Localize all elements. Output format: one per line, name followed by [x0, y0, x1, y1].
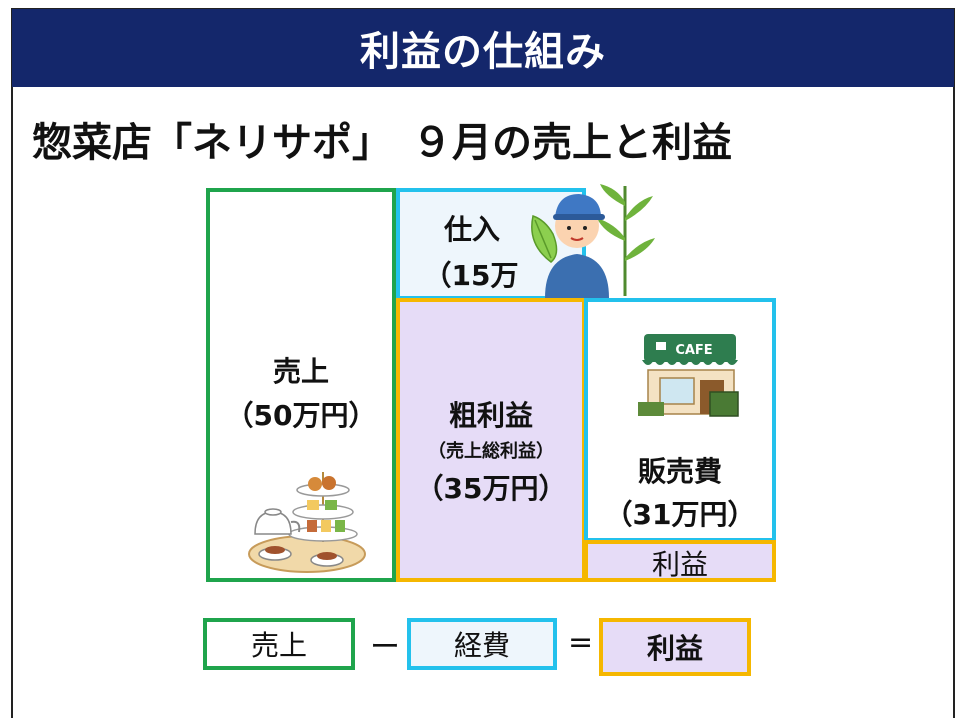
sales-box [206, 188, 396, 582]
cafe-illustration: CAFE [638, 334, 739, 417]
page-title: 利益の仕組み [360, 29, 606, 75]
sga-label: 販売費 [637, 455, 722, 488]
formula-profit-box: 利益 [599, 618, 751, 676]
profit-box [584, 540, 776, 582]
profit-label: 利益 [651, 548, 708, 581]
sga-value: （31万円） [604, 498, 756, 531]
cafe-sign-text: CAFE [675, 343, 712, 358]
gross-profit-note: （売上総利益） [428, 441, 554, 462]
formula-sales-box: 売上 [203, 618, 355, 670]
formula-profit-label: 利益 [646, 632, 703, 665]
gross-profit-value: （35万円） [415, 472, 567, 505]
tea-set-illustration [248, 472, 366, 573]
formula-sales-label: 売上 [250, 629, 307, 662]
formula-cost-label: 経費 [453, 629, 510, 662]
formula-cost-box: 経費 [407, 618, 557, 670]
sales-label: 売上 [272, 355, 329, 388]
sga-box [584, 298, 776, 542]
farmer-illustration [531, 184, 655, 298]
diagram-subtitle: 惣菜店「ネリサポ」 ９月の売上と利益 [32, 120, 732, 166]
gross-profit-label: 粗利益 [448, 399, 533, 432]
formula-minus: ー [370, 630, 400, 665]
gross-profit-box [396, 298, 586, 582]
sales-value: （50万円） [225, 399, 377, 432]
formula-equals: = [568, 625, 594, 660]
title-bar: 利益の仕組み [12, 9, 954, 87]
purchase-label: 仕入 [443, 213, 500, 246]
purchase-value: （15万 [423, 259, 519, 292]
